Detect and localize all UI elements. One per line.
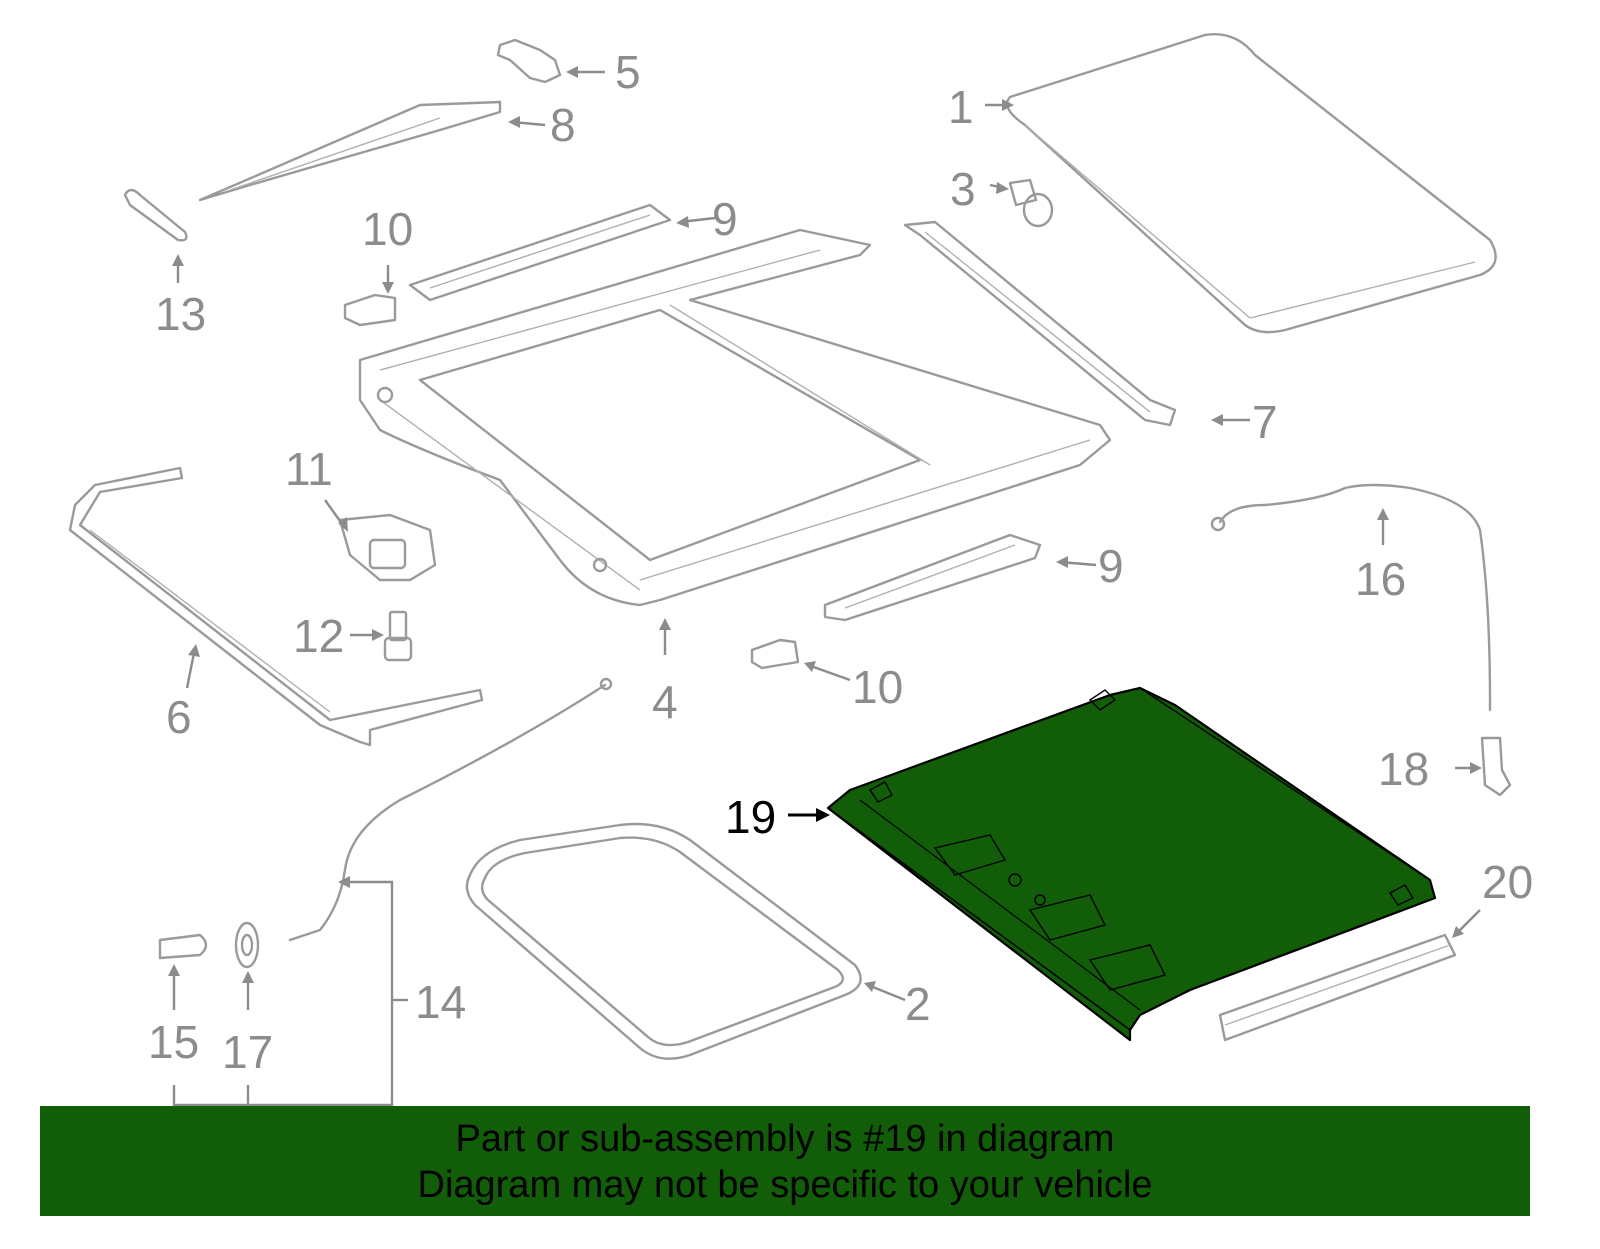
label-11: 11: [285, 443, 333, 495]
callout-bracket-14: [172, 876, 408, 1107]
label-7: 7: [1252, 396, 1278, 448]
part-3-bolt[interactable]: [1008, 178, 1054, 228]
callout-labels: 1 3 5 8 13 10 9 7 11 12 9 4 10 6 16 18 1…: [148, 46, 1533, 1078]
banner-line-disclaimer: Diagram may not be specific to your vehi…: [417, 1164, 1153, 1206]
part-1-glass-panel[interactable]: [1005, 33, 1497, 334]
label-8: 8: [550, 99, 576, 151]
label-9-upper: 9: [712, 193, 738, 245]
label-2: 2: [905, 978, 931, 1030]
label-15: 15: [148, 1016, 199, 1068]
part-13-pin[interactable]: [123, 188, 188, 242]
part-20-trim-strip[interactable]: [1218, 933, 1457, 1042]
label-14: 14: [415, 976, 466, 1028]
label-16: 16: [1355, 553, 1406, 605]
label-19: 19: [725, 791, 776, 843]
part-16-drain-hose[interactable]: [1210, 483, 1492, 712]
label-13: 13: [155, 288, 206, 340]
label-18: 18: [1378, 743, 1429, 795]
label-3: 3: [950, 163, 976, 215]
label-5: 5: [615, 46, 641, 98]
part-18-fitting[interactable]: [1480, 736, 1512, 797]
part-15-plug[interactable]: [158, 933, 208, 960]
label-6: 6: [166, 691, 192, 743]
label-12: 12: [293, 610, 344, 662]
label-17: 17: [222, 1026, 273, 1078]
part-10-upper-bracket[interactable]: [343, 293, 397, 327]
part-17-grommet[interactable]: [234, 921, 260, 969]
part-6-front-rail[interactable]: [68, 466, 484, 747]
part-10-lower-bracket[interactable]: [750, 638, 800, 670]
part-8-deflector[interactable]: [198, 100, 502, 202]
part-info-banner: Part or sub-assembly is #19 in diagram D…: [40, 1106, 1530, 1216]
label-10-upper: 10: [362, 203, 413, 255]
label-20: 20: [1482, 856, 1533, 908]
leader-arrows: [168, 66, 1482, 1010]
part-4-sunroof-frame[interactable]: [358, 228, 1112, 607]
part-5-clip[interactable]: [496, 38, 562, 84]
part-12-screw[interactable]: [383, 610, 413, 662]
part-11-connector[interactable]: [338, 513, 437, 582]
label-10-lower: 10: [852, 661, 903, 713]
part-9-lower-guide[interactable]: [823, 533, 1042, 622]
label-9-lower: 9: [1098, 540, 1124, 592]
banner-line-part: Part or sub-assembly is #19 in diagram: [455, 1118, 1115, 1160]
part-7-rail[interactable]: [903, 220, 1177, 427]
part-19-sunshade-assembly[interactable]: [826, 686, 1437, 1042]
label-4: 4: [652, 676, 678, 728]
part-9-upper-guide[interactable]: [408, 203, 672, 302]
label-1: 1: [948, 81, 974, 133]
part-2-seal[interactable]: [465, 822, 862, 1060]
part-14-cable[interactable]: [288, 677, 613, 942]
